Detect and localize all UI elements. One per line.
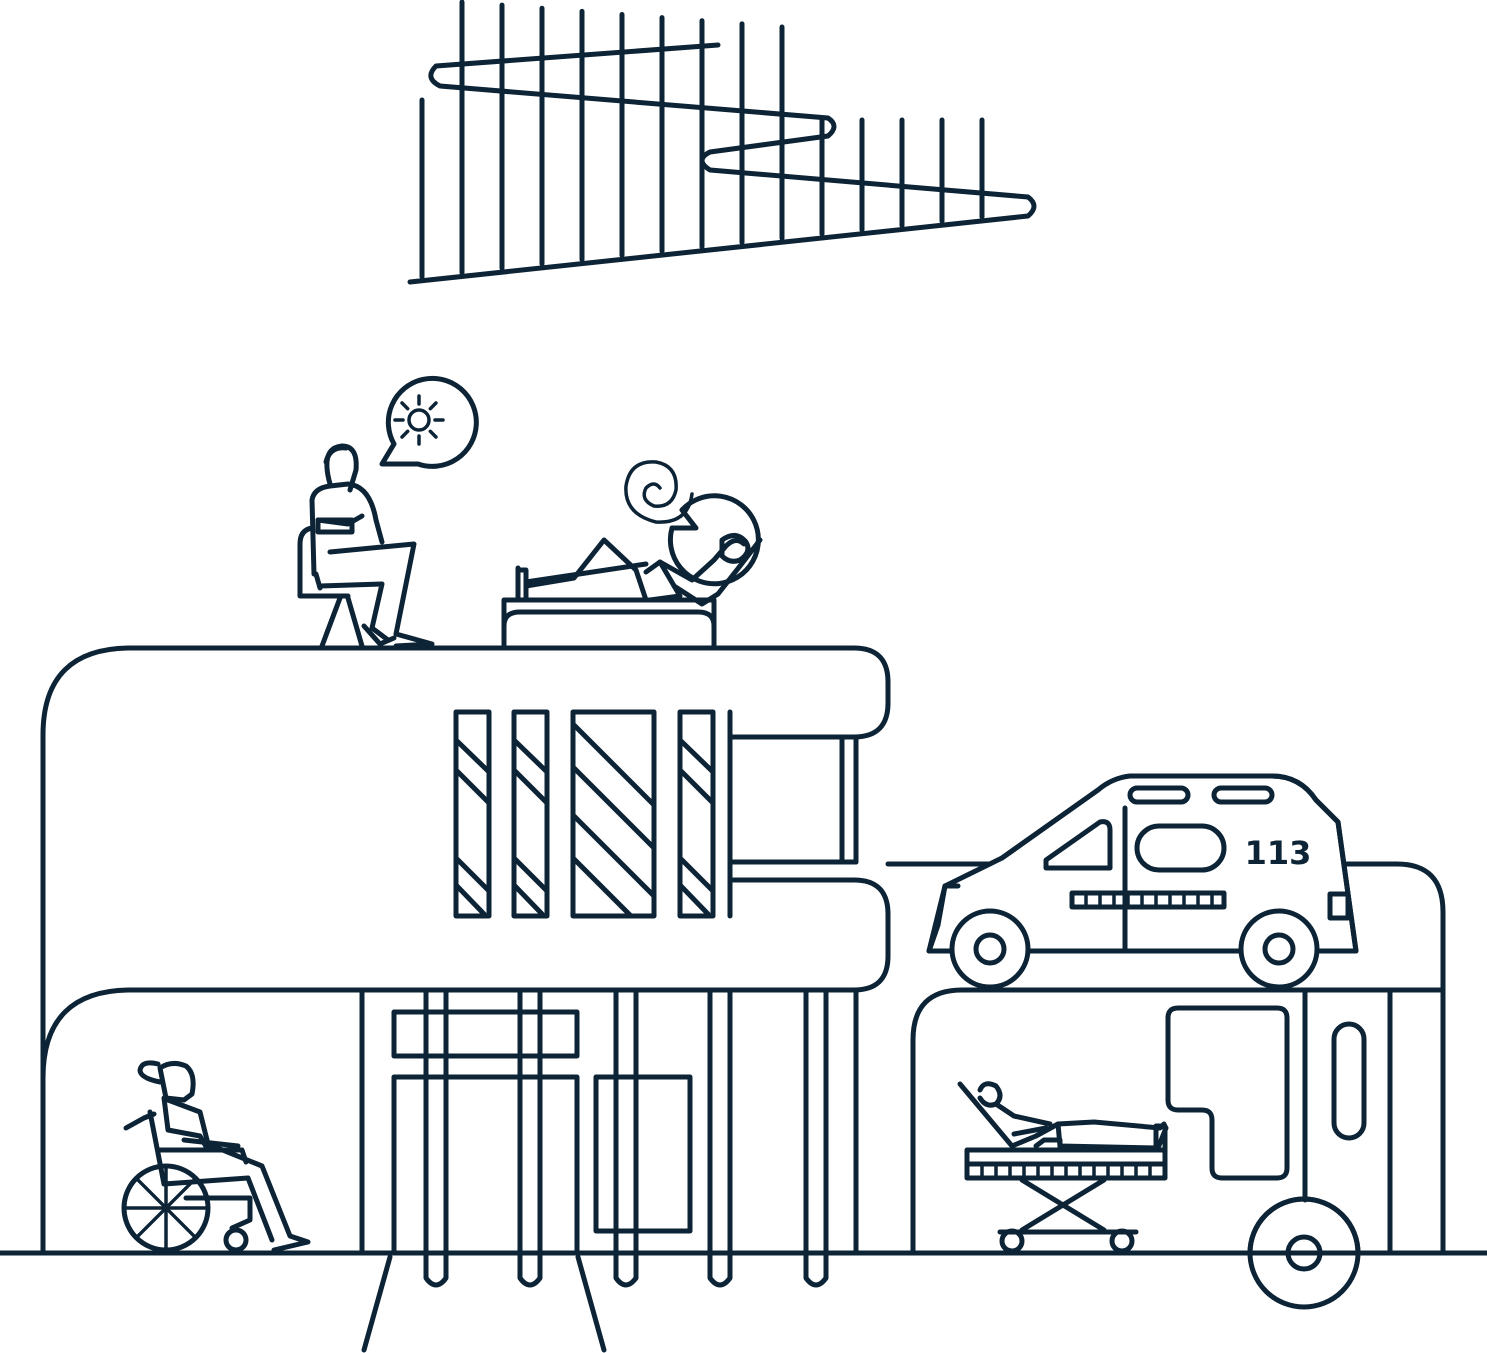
window: [511, 709, 550, 919]
stretcher: [957, 1081, 1169, 1254]
pillar: [613, 989, 639, 1288]
path-line-left: [361, 1254, 393, 1353]
sun-ray: [428, 401, 438, 411]
slanted-roof-structure: [407, 0, 1037, 285]
speech-bubble: [379, 375, 479, 469]
wheel-spoke: [134, 1176, 198, 1240]
sun-ray: [428, 429, 438, 439]
sun-icon: [393, 394, 445, 446]
seated-caregiver: [297, 443, 435, 649]
pillar: [707, 989, 733, 1288]
hospital-building: [40, 645, 891, 1288]
ambulance: 113: [926, 773, 1359, 990]
window: [677, 709, 716, 919]
sun-ray: [400, 401, 410, 411]
path-line-right: [575, 1254, 607, 1353]
pillar: [423, 989, 449, 1288]
wheelchair-user: [121, 1060, 311, 1253]
window: [570, 709, 657, 919]
window: [453, 709, 492, 919]
ambulance-garage: [885, 861, 1446, 1310]
hospital-bed: [501, 533, 763, 649]
pillar: [803, 989, 829, 1288]
pillar: [517, 989, 543, 1288]
spiral-icon: [624, 460, 694, 524]
speech-bubble: [624, 460, 761, 587]
ambulance-number: 113: [1245, 834, 1312, 872]
sun-ray: [400, 429, 410, 439]
